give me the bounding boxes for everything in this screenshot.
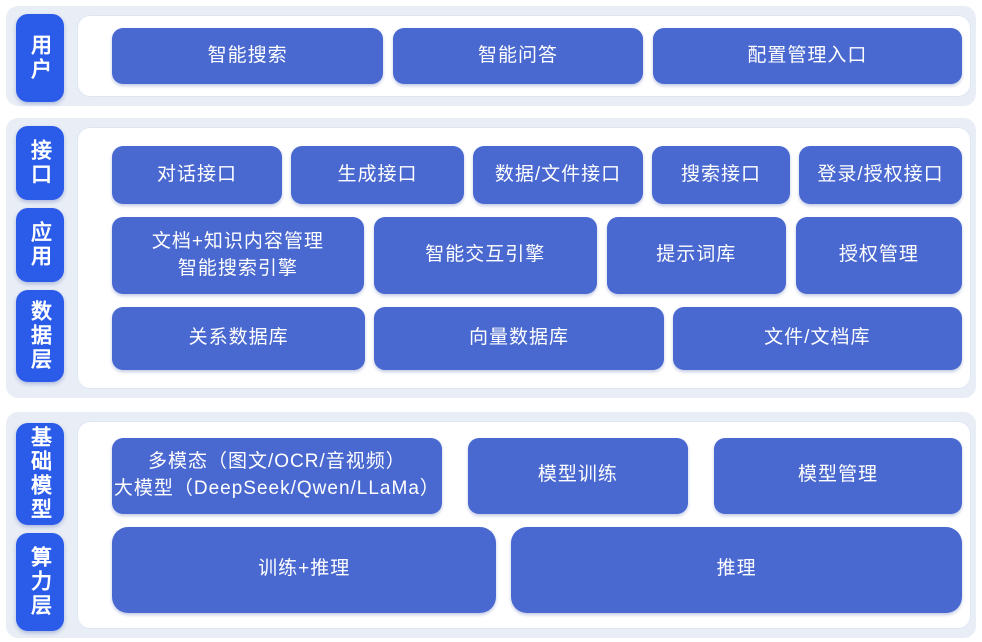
diagram-row: 对话接口 生成接口 数据/文件接口 搜索接口 登录/授权接口 xyxy=(112,146,962,204)
layer-label-column: 基础模型算力层 xyxy=(16,423,64,632)
layer-tile-label: 接口 xyxy=(28,139,52,187)
box-relational-database: 关系数据库 xyxy=(112,307,366,370)
band-user: 用户 智能搜索 智能问答 配置管理入口 xyxy=(6,6,976,106)
diagram-row: 多模态（图文/OCR/音视频） 大模型（DeepSeek/Qwen/LLaMa） 模… xyxy=(112,437,962,514)
box-label: 向量数据库 xyxy=(468,327,569,349)
box-label: 授权管理 xyxy=(838,244,919,266)
box-doc-knowledge-search-engine: 文档+知识内容管理智能搜索引擎 xyxy=(112,217,364,294)
box-vector-database: 向量数据库 xyxy=(374,307,664,370)
layer-tile-interface: 接口 xyxy=(16,126,64,200)
box-label: 模型管理 xyxy=(797,464,878,486)
box-prompt-library: 提示词库 xyxy=(606,217,786,294)
diagram-row: 文档+知识内容管理智能搜索引擎 智能交互引擎 提示词库 授权管理 xyxy=(112,217,962,294)
band-panel: 智能搜索 智能问答 配置管理入口 xyxy=(78,16,970,96)
box-search-api: 搜索接口 xyxy=(652,146,790,204)
box-label: 大模型（DeepSeek/Qwen/LLaMa） xyxy=(113,477,440,499)
box-label: 文件/文档库 xyxy=(764,327,871,349)
layer-tile-label: 用户 xyxy=(28,34,52,82)
box-label: 生成接口 xyxy=(337,163,418,185)
layer-tile-label: 应用 xyxy=(28,221,52,269)
box-data-file-api: 数据/文件接口 xyxy=(473,146,643,204)
layer-tile-label: 基础模型 xyxy=(28,426,52,522)
box-model-management: 模型管理 xyxy=(713,437,962,514)
box-config-management-entry: 配置管理入口 xyxy=(652,28,962,84)
layer-tile-user: 用户 xyxy=(16,14,64,102)
band-panel: 对话接口 生成接口 数据/文件接口 搜索接口 登录/授权接口文档+知识内容管理智能搜索引… xyxy=(78,128,970,388)
box-model-training: 模型训练 xyxy=(467,437,688,514)
box-authorization-management: 授权管理 xyxy=(795,217,962,294)
box-label: 训练+推理 xyxy=(258,558,351,580)
band-panel: 多模态（图文/OCR/音视频） 大模型（DeepSeek/Qwen/LLaMa） 模… xyxy=(78,422,970,628)
box-label: 对话接口 xyxy=(156,163,237,185)
box-label: 智能搜索引擎 xyxy=(177,257,298,279)
box-generation-api: 生成接口 xyxy=(291,146,464,204)
box-label: 文档+知识内容管理 xyxy=(151,230,324,252)
layer-tile-foundation-model: 基础模型 xyxy=(16,423,64,525)
layer-tile-label: 算力层 xyxy=(28,546,52,618)
box-training-inference: 训练+推理 xyxy=(112,526,497,613)
box-label: 智能问答 xyxy=(478,44,559,66)
box-intelligent-interaction-engine: 智能交互引擎 xyxy=(373,217,597,294)
box-label: 关系数据库 xyxy=(188,327,289,349)
box-multimodal-llm: 多模态（图文/OCR/音视频） 大模型（DeepSeek/Qwen/LLaMa） xyxy=(112,437,442,514)
layer-tile-compute-layer: 算力层 xyxy=(16,533,64,631)
box-label: 智能搜索 xyxy=(207,44,288,66)
layer-label-column: 接口应用数据层 xyxy=(16,126,64,390)
box-dialog-api: 对话接口 xyxy=(112,146,282,204)
diagram-row: 训练+推理 推理 xyxy=(112,526,962,613)
layer-tile-data-layer: 数据层 xyxy=(16,290,64,382)
box-label: 登录/授权接口 xyxy=(817,163,944,185)
box-file-document-library: 文件/文档库 xyxy=(672,307,962,370)
box-inference: 推理 xyxy=(511,526,962,613)
diagram-row: 智能搜索 智能问答 配置管理入口 xyxy=(112,28,962,84)
box-login-auth-api: 登录/授权接口 xyxy=(799,146,962,204)
band-interface-application-data: 接口应用数据层 对话接口 生成接口 数据/文件接口 搜索接口 登录/授权接口文档+知识内容… xyxy=(6,118,976,398)
box-label: 数据/文件接口 xyxy=(494,163,622,185)
box-label: 多模态（图文/OCR/音视频） xyxy=(147,450,406,472)
band-model-compute: 基础模型算力层 多模态（图文/OCR/音视频） 大模型（DeepSeek/Qwen/… xyxy=(6,412,976,638)
box-label: 智能交互引擎 xyxy=(425,244,546,266)
box-intelligent-qa: 智能问答 xyxy=(393,28,643,84)
box-label: 推理 xyxy=(716,558,757,580)
diagram-row: 关系数据库 向量数据库 文件/文档库 xyxy=(112,307,962,370)
layer-tile-label: 数据层 xyxy=(28,300,52,372)
box-intelligent-search: 智能搜索 xyxy=(112,28,384,84)
layer-tile-application: 应用 xyxy=(16,208,64,282)
layer-label-column: 用户 xyxy=(16,14,64,102)
box-label: 配置管理入口 xyxy=(747,44,868,66)
box-label: 提示词库 xyxy=(656,244,737,266)
box-label: 搜索接口 xyxy=(680,163,761,185)
box-label: 模型训练 xyxy=(537,464,618,486)
